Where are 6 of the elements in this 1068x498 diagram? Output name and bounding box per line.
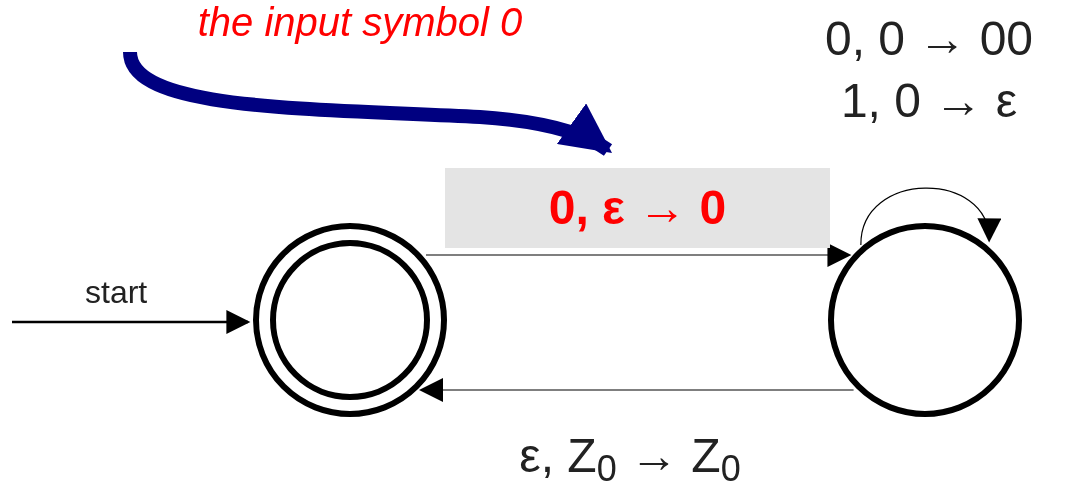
arrow	[12, 310, 251, 334]
arrow	[419, 378, 855, 402]
arrow	[860, 187, 998, 246]
annotation-text: the input symbol 0	[40, 0, 680, 44]
highlight-box: 0, ε → 0	[445, 168, 830, 248]
arrow	[425, 243, 852, 267]
